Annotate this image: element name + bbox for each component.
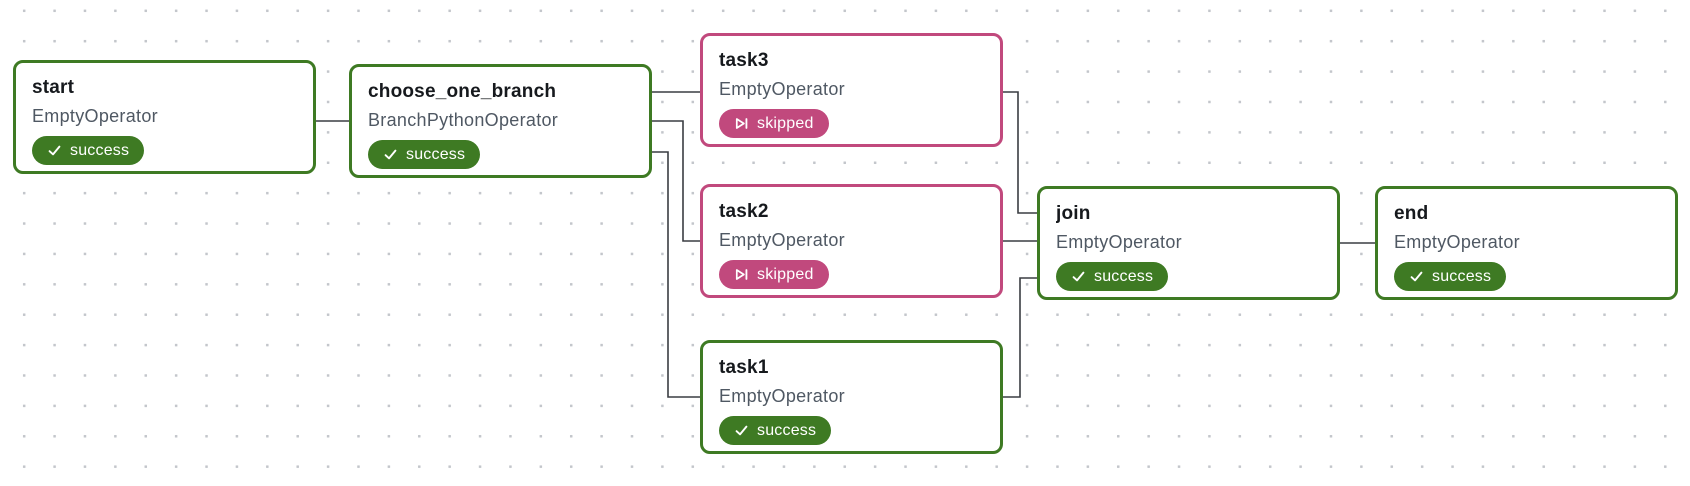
status-badge: success — [1394, 262, 1507, 291]
status-label: skipped — [757, 265, 814, 283]
edge-choose_one_branch-task1 — [652, 151, 700, 398]
skip-icon — [734, 116, 749, 131]
task-name: start — [32, 77, 75, 98]
task-name: join — [1056, 203, 1091, 224]
status-label: success — [1432, 267, 1492, 285]
task-name: task1 — [719, 357, 769, 378]
operator-name: EmptyOperator — [719, 230, 845, 250]
status-badge: success — [32, 136, 145, 165]
status-label: success — [406, 145, 466, 163]
task-name: end — [1394, 203, 1429, 224]
task-node-task1[interactable]: task1 EmptyOperator success — [700, 340, 1003, 454]
check-icon — [1409, 269, 1424, 284]
check-icon — [47, 143, 62, 158]
operator-name: BranchPythonOperator — [368, 110, 559, 130]
status-label: success — [70, 141, 130, 159]
operator-name: EmptyOperator — [1056, 232, 1182, 252]
operator-name: EmptyOperator — [719, 386, 845, 406]
operator-name: EmptyOperator — [1394, 232, 1520, 252]
edge-task1-join — [1003, 277, 1037, 398]
task-name: task3 — [719, 50, 769, 71]
edge-task3-join — [1003, 91, 1037, 214]
status-label: success — [1094, 267, 1154, 285]
status-badge: success — [368, 140, 481, 169]
task-node-start[interactable]: start EmptyOperator success — [13, 60, 316, 174]
task-name: task2 — [719, 201, 769, 222]
task-name: choose_one_branch — [368, 81, 557, 102]
task-node-task2[interactable]: task2 EmptyOperator skipped — [700, 184, 1003, 298]
operator-name: EmptyOperator — [32, 106, 158, 126]
check-icon — [734, 423, 749, 438]
status-badge: skipped — [719, 109, 829, 138]
operator-name: EmptyOperator — [719, 79, 845, 99]
task-node-task3[interactable]: task3 EmptyOperator skipped — [700, 33, 1003, 147]
status-badge: success — [719, 416, 832, 445]
status-badge: skipped — [719, 260, 829, 289]
task-node-end[interactable]: end EmptyOperator success — [1375, 186, 1678, 300]
task-node-choose_one_branch[interactable]: choose_one_branch BranchPythonOperator s… — [349, 64, 652, 178]
task-node-join[interactable]: join EmptyOperator success — [1037, 186, 1340, 300]
check-icon — [1071, 269, 1086, 284]
status-label: success — [757, 421, 817, 439]
skip-icon — [734, 267, 749, 282]
edge-choose_one_branch-task2 — [652, 120, 700, 242]
status-badge: success — [1056, 262, 1169, 291]
check-icon — [383, 147, 398, 162]
status-label: skipped — [757, 114, 814, 132]
